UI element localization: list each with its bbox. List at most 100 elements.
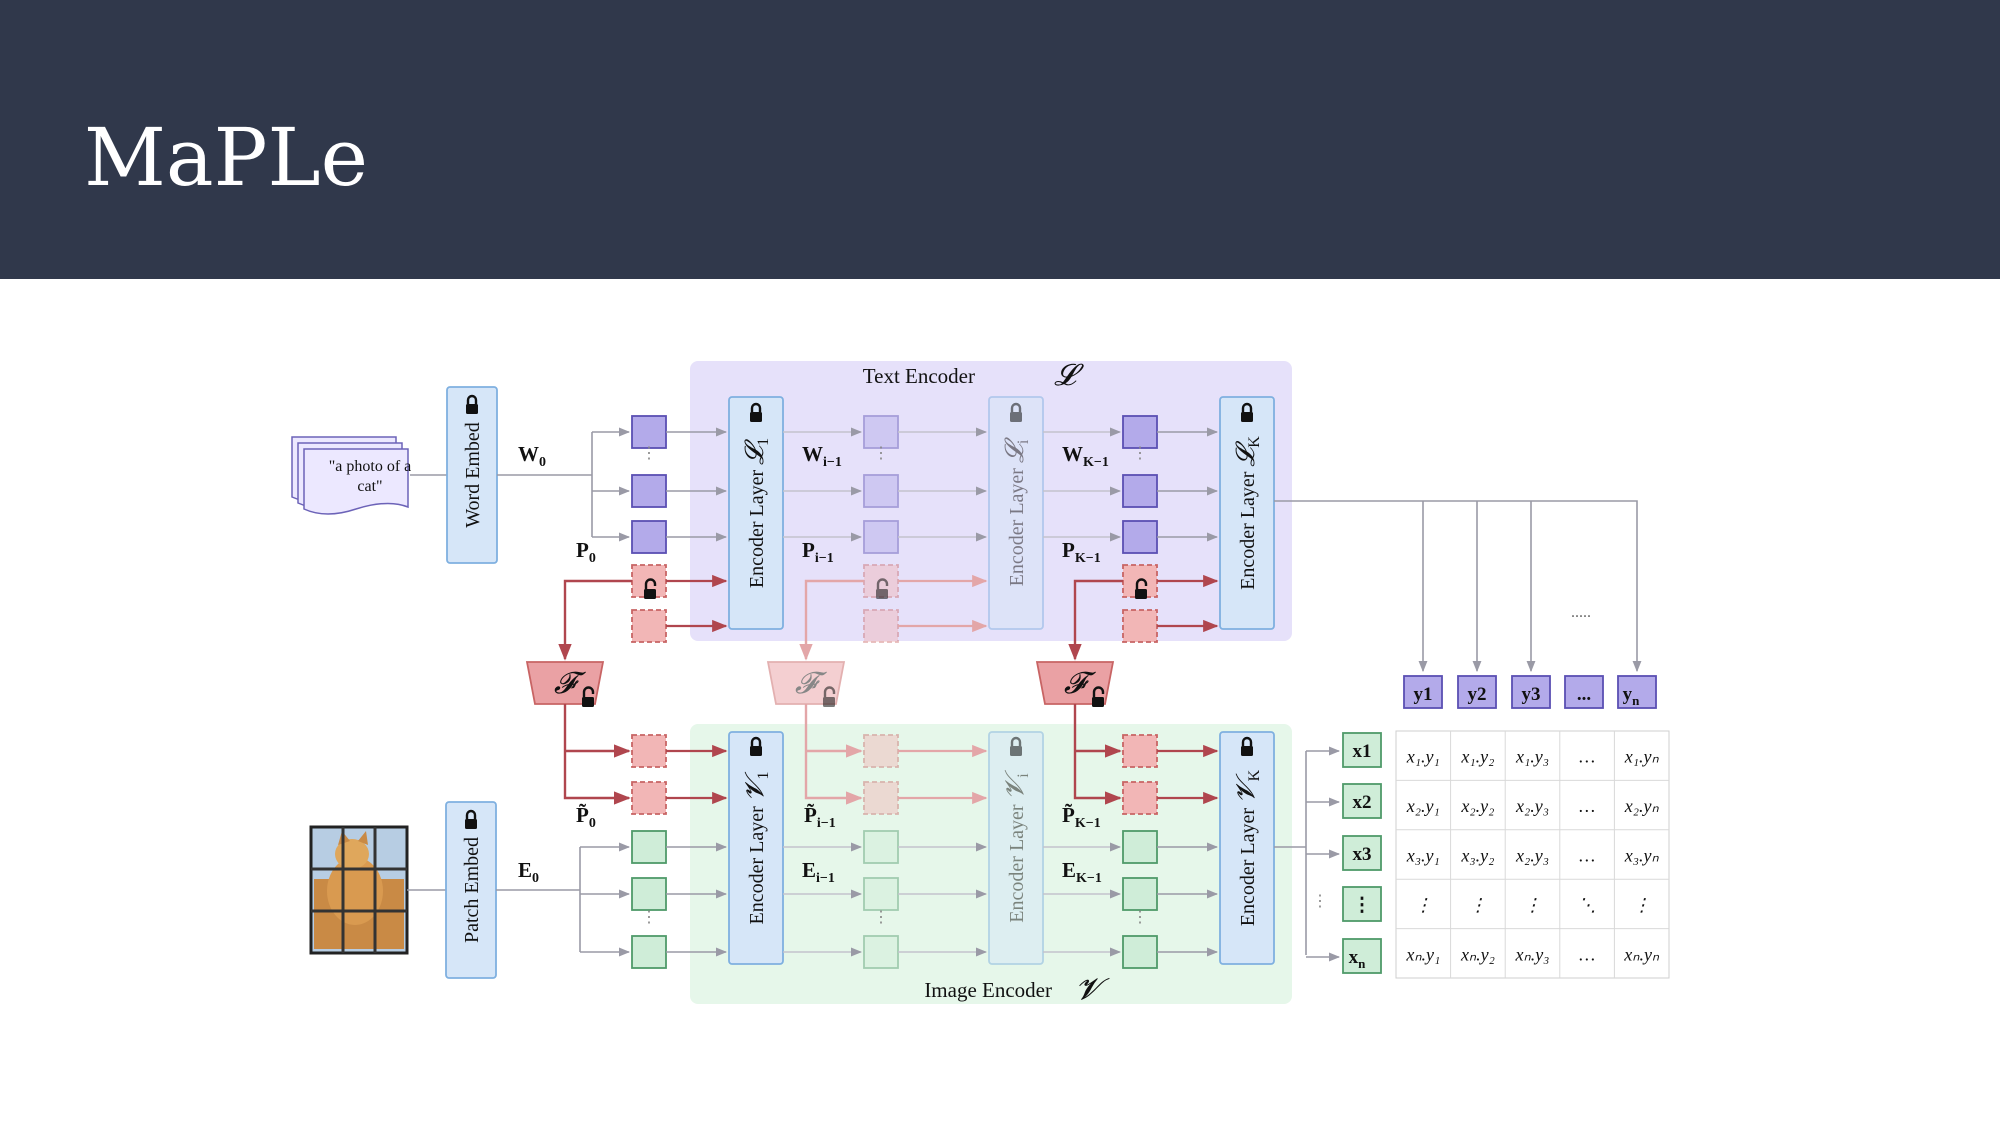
text-token [631,520,667,554]
image-token-label: EK−1 [1062,858,1102,886]
text-output-box-1 [1403,675,1443,709]
cat-body [327,857,383,925]
image-output-box-5 [1342,938,1382,974]
image-encoder-layer-1: Encoder Layer 𝓥1 [728,731,784,965]
image-prompt-token [631,734,667,768]
lock-shackle [466,394,478,404]
input-text-line1: "a photo of a [329,458,412,475]
vertical-dots: ⋮ [641,909,657,926]
lock-body [1241,412,1253,422]
vertical-dots: ⋮ [1132,909,1148,926]
image-output-label: x3 [1353,844,1372,865]
similarity-cell: x₂.y₂ [1460,796,1494,816]
text-prompt-label: P0 [576,538,596,566]
similarity-cell: ⋮ [1524,895,1542,915]
text-token [863,474,899,508]
image-token [1122,935,1158,969]
image-prompt-token [1122,734,1158,768]
text-output-label: ... [1577,684,1591,705]
slide-title: MaPLe [84,111,368,204]
lock-shackle [644,578,657,589]
lock-shackle [1092,686,1105,697]
text-token [1122,415,1158,449]
patch-embed-label: Patch Embed [461,837,483,943]
text-prompt-label: PK−1 [1062,538,1101,566]
lock-shackle [1010,402,1022,412]
similarity-cell: … [1579,747,1595,767]
image-encoder-layer-3-label: Encoder Layer 𝓥K [1231,769,1263,926]
text-encoder-layer-3-label: Encoder Layer 𝓛K [1231,436,1263,590]
text-output-box-2 [1457,675,1497,709]
text-output-label: y3 [1522,684,1541,705]
text-token [631,415,667,449]
image-encoder-layer-1-label: Encoder Layer 𝓥1 [740,771,772,924]
prompt-to-coupling-arrow [558,579,632,661]
lock-body [644,589,656,599]
text-prompt-unlock-icon [644,578,657,599]
text-output-box-4 [1564,675,1604,709]
image-grid [311,827,407,953]
word-embed: Word Embed [446,386,498,564]
text-layer-lock-icon [750,402,762,422]
similarity-cell: x₁.yₙ [1624,747,1660,767]
image-prompt-label: P̃K−1 [1062,803,1101,831]
text-output-label: y1 [1414,684,1433,705]
lock-body [465,819,477,829]
text-encoder-layer-1-label: Encoder Layer 𝓛1 [740,438,772,588]
word-embed-lock-icon [466,394,478,414]
image-output-box-4 [1342,886,1382,922]
similarity-cell: x₂.y₁ [1406,796,1440,816]
similarity-cell: ⋮ [1469,895,1487,915]
text-prompt-unlock-icon [876,578,889,599]
similarity-cell: x₃.yₙ [1624,846,1660,866]
similarity-cell: xₙ.y₁ [1405,944,1440,964]
image-output-label: xn [1349,947,1367,971]
similarity-cell: … [1579,846,1595,866]
document-page [303,448,409,515]
cat-ears [338,831,368,845]
text-prompt-token [863,609,899,643]
lock-body [876,589,888,599]
lock-shackle [750,402,762,412]
lock-body [750,412,762,422]
vertical-dots: ⋮ [873,445,889,462]
text-encoder-layer-1: Encoder Layer 𝓛1 [728,396,784,630]
image-prompt-label: P̃i−1 [804,803,836,831]
vertical-dots: ⋮ [873,909,889,926]
image-token [1122,877,1158,911]
image-encoder-layer-2: Encoder Layer 𝓥i [988,731,1044,965]
lock-body [582,697,594,707]
word-embed-label: Word Embed [462,422,484,528]
coupling-to-image-prompt-arrow [563,704,631,805]
image-layer-lock-icon [1010,736,1022,756]
text-layer-lock-icon [1241,402,1253,422]
image-encoder-layer-3-box [1219,731,1275,965]
image-encoder-layer-1-box [728,731,784,965]
lock-body [466,404,478,414]
coupling-unlock-icon [582,686,595,707]
similarity-cell: x₁.y₁ [1406,747,1440,767]
similarity-cell: x₂.y₃ [1515,796,1549,816]
similarity-cell: xₙ.y₃ [1515,944,1550,964]
image-layer-lock-icon [750,736,762,756]
lock-body [1010,746,1022,756]
text-prompt-token [1122,609,1158,643]
input-text-line2: cat" [357,478,382,495]
image-layer-lock-icon [1241,736,1253,756]
similarity-cell: x₃.y₁ [1406,846,1440,866]
lock-body [1241,746,1253,756]
image-token [631,830,667,864]
similarity-cell: x₁.y₃ [1515,747,1549,767]
vertical-dots: ⋮ [1132,445,1148,462]
image-token [631,877,667,911]
lock-shackle [876,578,889,589]
coupling-unlock-icon [823,686,836,707]
slide-header [0,0,2000,279]
lock-shackle [465,809,477,819]
image-token [863,830,899,864]
text-token [631,474,667,508]
lock-body [1010,412,1022,422]
image-encoder-layer-3: Encoder Layer 𝓥K [1219,731,1275,965]
text-encoder-layer-1-box [728,396,784,630]
